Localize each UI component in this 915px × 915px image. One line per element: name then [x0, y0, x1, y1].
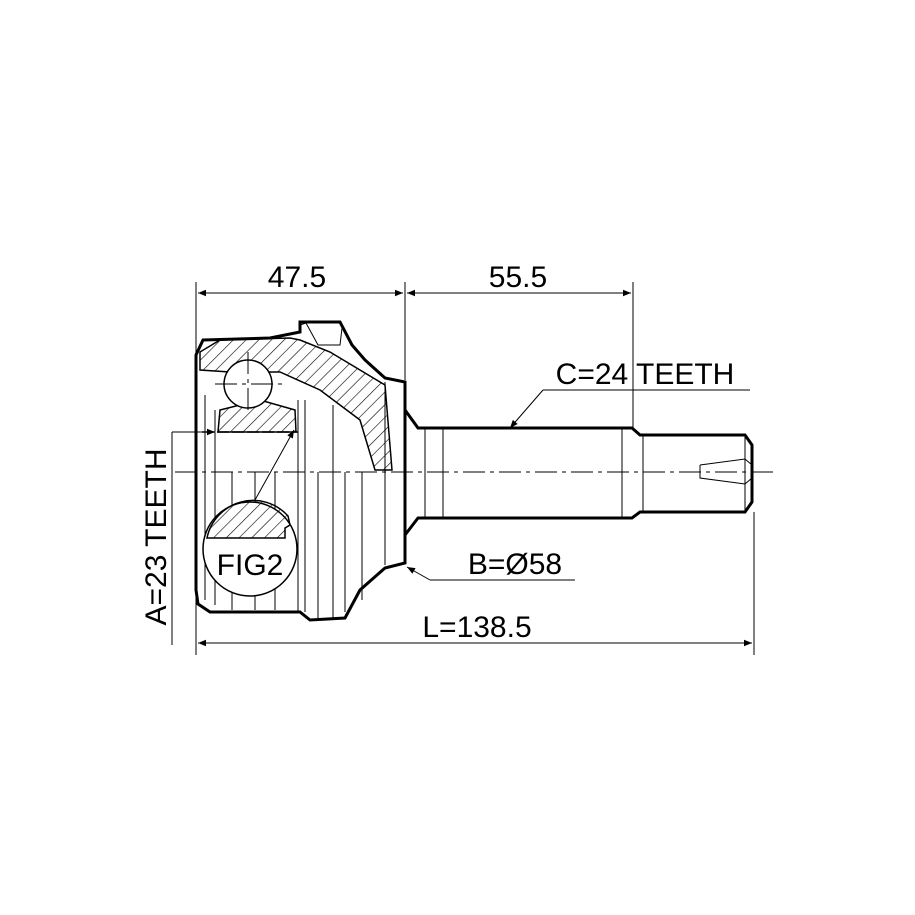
length-label: L=138.5 — [422, 611, 531, 644]
dimension-55-5: 55.5 — [407, 261, 631, 297]
spline-inner-label: A=23 TEETH — [140, 448, 173, 625]
spline-inner-callout: A=23 TEETH — [140, 428, 215, 645]
dimension-length: L=138.5 — [198, 611, 752, 647]
dimension-47-5: 47.5 — [198, 261, 403, 297]
spline-outer-callout: C=24 TEETH — [509, 358, 750, 429]
spline-outer-label: C=24 TEETH — [556, 358, 735, 391]
fig2-label: FIG2 — [217, 549, 284, 582]
diameter-callout: B=Ø58 — [406, 548, 575, 581]
diameter-label: B=Ø58 — [468, 548, 562, 581]
dimension-left-label: 47.5 — [268, 261, 326, 294]
dimension-right-label: 55.5 — [489, 261, 547, 294]
fig2-detail: FIG2 — [202, 429, 298, 597]
